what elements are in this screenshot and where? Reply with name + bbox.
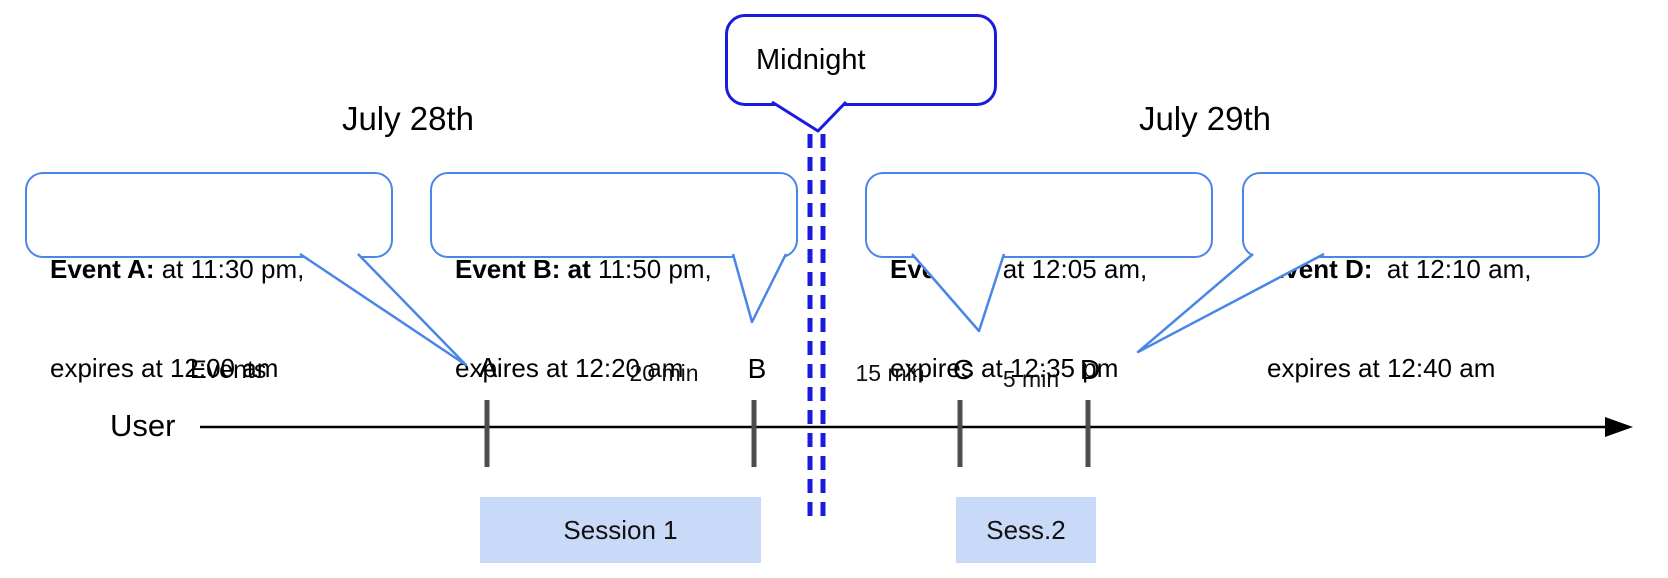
events-axis-label: Events bbox=[190, 356, 267, 384]
session-1-label: Session 1 bbox=[563, 514, 678, 545]
tick-label-a: A bbox=[478, 352, 498, 383]
event-a-time: at 11:30 pm, bbox=[154, 254, 305, 284]
event-d-title: Event D: bbox=[1267, 254, 1373, 284]
midnight-callout: Midnight bbox=[725, 14, 997, 106]
session-1-box: Session 1 bbox=[480, 497, 761, 563]
event-b-title: Event B: at bbox=[455, 254, 591, 284]
timeline-arrowhead-icon bbox=[1605, 417, 1633, 437]
event-c-callout: Event C: at 12:05 am, expires at 12:35 p… bbox=[865, 172, 1213, 383]
event-b-line1: Event B: at 11:50 pm, bbox=[455, 253, 773, 286]
event-d-time: at 12:10 am, bbox=[1372, 254, 1532, 284]
event-c-time: at 12:05 am, bbox=[995, 254, 1148, 284]
event-d-line1: Event D: at 12:10 am, bbox=[1267, 253, 1575, 286]
event-a-line2: expires at 12:00 am bbox=[50, 353, 279, 383]
midnight-callout-tail bbox=[771, 100, 848, 133]
date-label-july-29: July 29th bbox=[1138, 100, 1272, 137]
event-a-title: Event A: bbox=[50, 254, 155, 284]
session-2-box: Sess.2 bbox=[956, 497, 1096, 563]
interval-15min-label: 15 min bbox=[855, 360, 925, 386]
interval-5min-label: 5 min bbox=[1002, 366, 1060, 392]
event-a-line1: Event A: at 11:30 pm, bbox=[50, 253, 368, 286]
session-2-label: Sess.2 bbox=[986, 514, 1066, 545]
event-a-callout: Event A: at 11:30 pm, expires at 12:00 a… bbox=[25, 172, 393, 383]
midnight-label: Midnight bbox=[756, 43, 866, 76]
event-b-time: 11:50 pm, bbox=[590, 254, 712, 284]
event-c-line2: expires at 12:35 pm bbox=[890, 353, 1119, 383]
tick-label-b: B bbox=[747, 353, 767, 384]
event-b-callout: Event B: at 11:50 pm, expires at 12:20 a… bbox=[430, 172, 798, 383]
tick-label-d: D bbox=[1079, 354, 1101, 385]
user-axis-label: User bbox=[110, 408, 176, 443]
event-d-callout: Event D: at 12:10 am, expires at 12:40 a… bbox=[1242, 172, 1600, 383]
event-d-line2: expires at 12:40 am bbox=[1267, 353, 1496, 383]
event-c-line1: Event C: at 12:05 am, bbox=[890, 253, 1188, 286]
event-b-line2: expires at 12:20 am bbox=[455, 353, 684, 383]
tick-label-c: C bbox=[952, 354, 974, 385]
event-c-title: Event C: bbox=[890, 254, 996, 284]
interval-20min-label: 20 min bbox=[629, 360, 699, 386]
date-label-july-28: July 28th bbox=[341, 100, 475, 137]
